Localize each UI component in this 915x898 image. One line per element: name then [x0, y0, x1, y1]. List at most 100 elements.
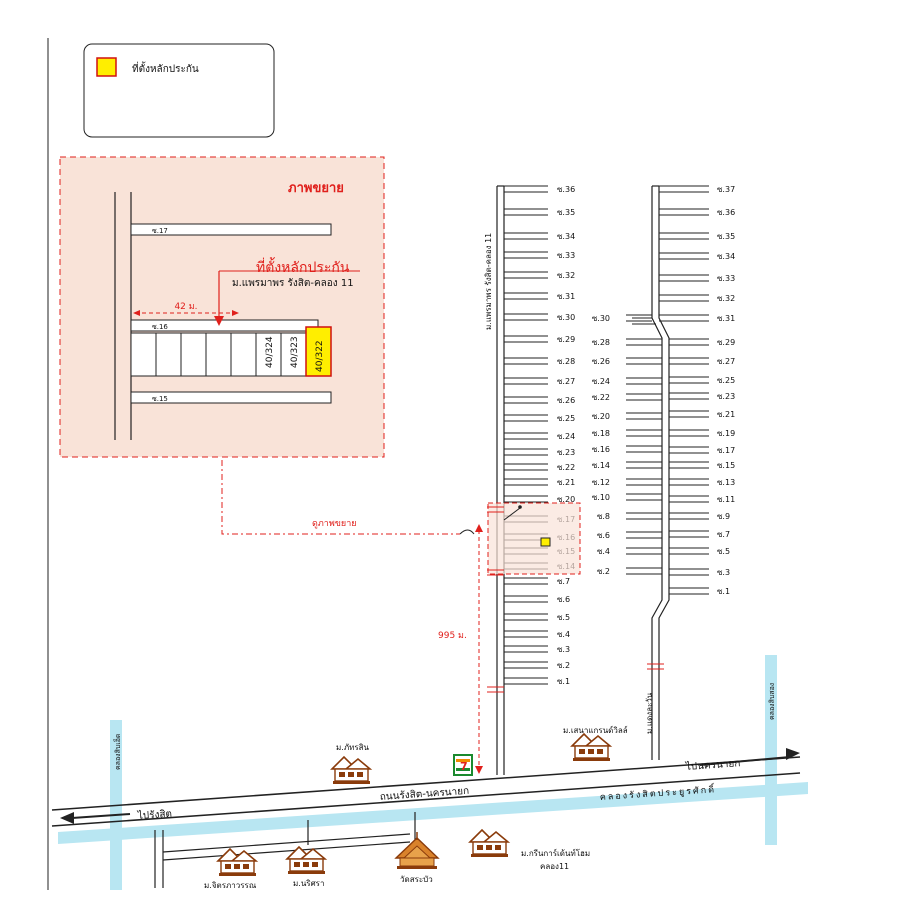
soi-label: ซ.22 [592, 393, 610, 402]
soi-label: ซ.24 [592, 377, 610, 386]
see-inset-line [221, 460, 460, 535]
legend-swatch [96, 57, 117, 77]
village-road-1: ม.แพรมาพร รังสิต-คลอง 11 [484, 185, 505, 775]
soi-label: ซ.34 [717, 252, 735, 261]
soi-label: ซ.20 [592, 412, 610, 421]
legend-label: ที่ตั้งหลักประกัน [132, 61, 199, 75]
soi-label: ซ.37 [717, 185, 735, 194]
soi-label: ซ.25 [717, 376, 735, 385]
soi-label: ซ.3 [717, 568, 730, 577]
soi-label: ซ.35 [557, 208, 575, 217]
soi-label: ซ.31 [717, 314, 735, 323]
soi-label: ซ.27 [717, 357, 735, 366]
soi-label: ซ.35 [717, 232, 735, 241]
village-road-label: ม.แพรมาพร รังสิต-คลอง 11 [484, 233, 493, 330]
second-village-road: ม.แดงละวัน [645, 692, 654, 734]
soi-label: ซ.13 [717, 478, 735, 487]
soi-label: ซ.22 [557, 463, 575, 472]
temple-label: วัดสระบัว [400, 875, 433, 884]
soi-label: ซ.16 [592, 445, 610, 454]
soi-label: ซ.26 [557, 396, 575, 405]
soi-label: ซ.30 [557, 313, 575, 322]
soi-label: ซ.6 [597, 531, 610, 540]
soi-label: ซ.23 [557, 448, 575, 457]
soi-label: ซ.2 [597, 567, 610, 576]
plot-40-324: 40/324 [265, 336, 275, 368]
greenhome-icon [469, 829, 509, 858]
village-2-sois-even: ซ.30 ซ.28 ซ.26 ซ.24 ซ.22 ซ.20 ซ.18 ซ.16 ซ.14 ซ.12… [592, 314, 662, 576]
soi-label: ซ.33 [557, 251, 575, 260]
soi-label: ซ.14 [592, 461, 610, 470]
soi-label: ซ.11 [717, 495, 735, 504]
soi-label: ซ.15 [717, 461, 735, 470]
village-2-sois-odd: ซ.37 ซ.36 ซ.35 ซ.34 ซ.33 ซ.32 ซ.31 ซ.29 ซ.27 ซ.25… [659, 185, 735, 596]
canal-left-label: คลองสิบเอ็ด [113, 734, 122, 770]
inset-pointer-title: ที่ตั้งหลักประกัน [256, 257, 350, 276]
plot-40-323: 40/323 [290, 336, 300, 368]
village-road-2: ม.แดงละวัน [632, 185, 670, 760]
inset-soi-16: ซ.16 [152, 323, 168, 331]
soi-label: ซ.1 [717, 587, 730, 596]
to-nakhon-nayok: ไปนครนายก [684, 757, 740, 773]
soi-label: ซ.4 [597, 547, 610, 556]
soi-label: ซ.21 [557, 478, 575, 487]
soi-label: ซ.27 [557, 377, 575, 386]
inset-distance: 42 ม. [174, 302, 197, 312]
inset-map: ภาพขยาย ซ.17 ซ.16 ซ.15 40/324 40/323 40/… [59, 156, 385, 458]
temple-icon [394, 832, 440, 869]
soi-label: ซ.7 [557, 577, 570, 586]
inset-soi-15: ซ.15 [152, 395, 168, 403]
soi-label: ซ.26 [592, 357, 610, 366]
main-road-label: ถนนรังสิต-นครนายก [379, 786, 469, 803]
soi-label: ซ.17 [717, 446, 735, 455]
village-1-sois: ซ.36ซ.35ซ.34ซ.33ซ.32ซ.31ซ.30ซ.29ซ.28ซ.27… [504, 185, 575, 686]
soi-label: ซ.18 [592, 429, 610, 438]
soi-label: ซ.29 [557, 335, 575, 344]
soi-label: ซ.5 [557, 613, 570, 622]
plot-40-322: 40/322 [315, 340, 325, 372]
main-road: ถนนรังสิต-นครนายก ไปนครนายก ไปรังสิต [51, 748, 801, 827]
legend-box [83, 43, 275, 138]
soi-label: ซ.33 [717, 274, 735, 283]
soi-label: ซ.23 [717, 392, 735, 401]
soi-label: ซ.8 [597, 512, 610, 521]
main-canal [58, 782, 808, 844]
soi-label: ซ.10 [592, 493, 610, 502]
seven-eleven-label: 7 [460, 760, 468, 773]
inset-soi-17: ซ.17 [152, 227, 168, 235]
soi-label: ซ.28 [557, 357, 575, 366]
soi-label: ซ.6 [557, 595, 570, 604]
soi-label: ซ.31 [557, 292, 575, 301]
soi-label: ซ.28 [592, 338, 610, 347]
phatsin-icon [331, 756, 371, 785]
soi-label: ซ.12 [592, 478, 610, 487]
senagrand-icon [571, 733, 611, 762]
soi-label: ซ.5 [717, 547, 730, 556]
highlight-zone [487, 502, 581, 693]
canal-right-water [765, 655, 777, 845]
greenhome-label: ม.กรีนการ์เด้นท์โฮม [521, 848, 590, 858]
soi-label: ซ.32 [717, 294, 735, 303]
soi-label: ซ.30 [592, 314, 610, 323]
soi-label: ซ.3 [557, 645, 570, 654]
soi-label: ซ.19 [717, 429, 735, 438]
south-roads [154, 812, 416, 888]
jirapornrun-label: ม.จิตรภาวรรณ [204, 881, 257, 890]
soi-label: ซ.29 [717, 338, 735, 347]
soi-label: ซ.20 [557, 495, 575, 504]
distance-995-label: 995 ม. [438, 631, 467, 641]
soi-label: ซ.36 [557, 185, 575, 194]
soi-label: ซ.36 [717, 208, 735, 217]
soi-label: ซ.24 [557, 432, 575, 441]
greenhome-label-2: คลอง11 [540, 862, 569, 871]
soi-label: ซ.4 [557, 630, 570, 639]
to-rangsit: ไปรังสิต [136, 808, 172, 822]
soi-label: ซ.9 [717, 512, 730, 521]
soi-label: ซ.25 [557, 414, 575, 423]
soi-label: ซ.32 [557, 271, 575, 280]
phatsin-label: ม.ภัทรสิน [336, 743, 370, 752]
soi-label: ซ.1 [557, 677, 570, 686]
nirisara-label: ม.นริศรา [293, 879, 324, 888]
see-inset-label: ดูภาพขยาย [312, 519, 357, 529]
